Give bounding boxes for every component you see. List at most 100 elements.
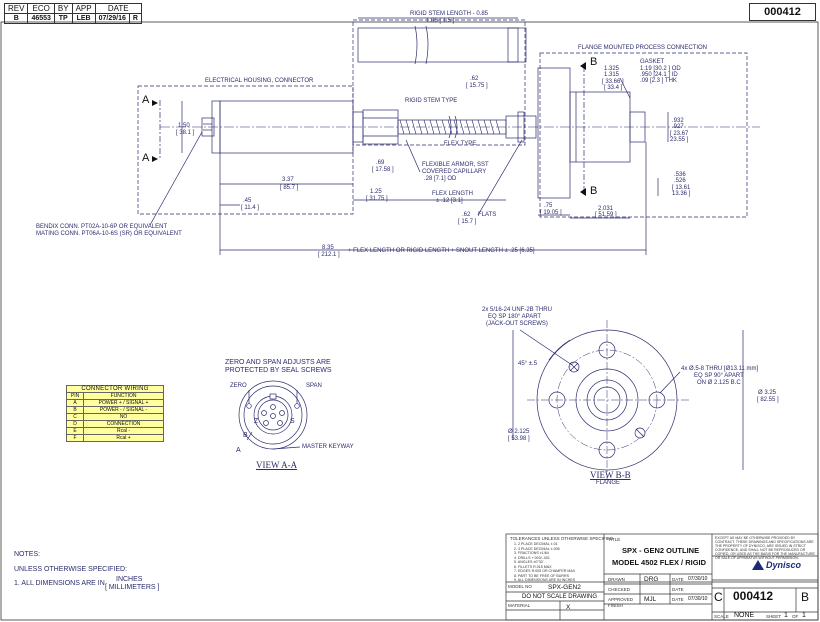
tolerance-item: 8. PART TO BE FREE OF BURRS xyxy=(514,573,569,578)
dim-1336: 13.36 ] xyxy=(672,191,691,197)
function-cell: CONNECTION xyxy=(83,420,164,428)
dim-62-flats-mm: [ 15.7 ] xyxy=(458,219,477,225)
drawn-date-label: DATE xyxy=(672,577,684,582)
notes-label: NOTES: xyxy=(14,551,41,558)
dim-2355: 23.55 ] xyxy=(670,137,689,143)
bendix-note-2: MATING CONN. PT06A-10-6S (SR) OR EQUIVAL… xyxy=(36,231,182,237)
dim-932: .932 xyxy=(672,118,684,124)
dim-325-mm: [ 82.55 ] xyxy=(757,397,779,403)
flange-dashed-box xyxy=(539,52,748,218)
drawing-title-2: MODEL 4502 FLEX / RIGID xyxy=(612,558,707,567)
dim-1315: 1.315 xyxy=(604,72,620,78)
gasket-thk: .09 [2.3 ] THK xyxy=(640,78,677,84)
finish-label: FINISH xyxy=(608,603,623,608)
rigid-stem-length-mm: 1.06 [ 1.5 ] xyxy=(426,18,455,24)
covered-capillary-label: COVERED CAPILLARY xyxy=(422,169,487,175)
dim-2031: 2.031 xyxy=(598,206,614,212)
notes-unless: UNLESS OTHERWISE SPECIFIED: xyxy=(14,566,128,573)
do-not-scale: DO NOT SCALE DRAWING xyxy=(522,594,598,600)
tolerance-item: 7. EDGES R.005 OR CHAMFER MAX xyxy=(514,569,576,573)
dim-1361: [ 13.61 xyxy=(672,185,691,191)
dim-45: .45 xyxy=(243,198,252,204)
stem-break-lines xyxy=(414,25,429,65)
view-bb-subtitle: FLANGE xyxy=(596,480,621,486)
function-cell: Rcal + xyxy=(83,434,164,442)
function-cell: NO xyxy=(83,413,164,421)
zero-label: ZERO xyxy=(230,383,247,389)
drawn-date: 07/30/10 xyxy=(688,576,708,582)
wiring-function-header: FUNCTION xyxy=(83,392,164,400)
approved-date: 07/30/10 xyxy=(688,596,708,602)
span-label: SPAN xyxy=(306,383,322,389)
dim-69: .69 xyxy=(376,160,385,166)
wiring-pin-header: PIN xyxy=(65,392,85,400)
dim-325: Ø 3.25 xyxy=(758,390,777,396)
tolerance-item: 4. DRILLS +.003/-.001 xyxy=(514,555,550,560)
view-aa-connector xyxy=(238,380,308,450)
pin-b-label: B xyxy=(243,432,248,439)
dim-150-mm: [ 38.1 ] xyxy=(176,130,195,136)
notes-item-1: 1. ALL DIMENSIONS ARE IN xyxy=(14,580,105,587)
flange-mounted-label: FLANGE MOUNTED PROCESS CONNECTION xyxy=(578,45,708,51)
dim-536: .536 xyxy=(674,172,686,178)
drawn-label: DRAWN xyxy=(608,577,625,582)
dim-45-mm: [ 11.4 ] xyxy=(241,205,259,211)
view-aa-title: VIEW A-A xyxy=(256,460,298,470)
drawing-no-value: 000412 xyxy=(733,589,774,603)
rev-value: B xyxy=(3,13,29,24)
flex-type-label: FLEX TYPE xyxy=(444,141,477,147)
overall-dim: 8.35 xyxy=(322,245,334,251)
housing-dashed-box xyxy=(137,85,354,215)
pin-cell: B xyxy=(65,406,85,414)
dim-3366: [ 33.66 ] xyxy=(602,79,624,85)
jack-screws-note-3: (JACK-OUT SCREWS) xyxy=(486,321,548,327)
notes-mm: [ MILLIMETERS ] xyxy=(105,584,160,591)
function-cell: POWER - / SIGNAL - xyxy=(83,406,164,414)
function-cell: Rcal - xyxy=(83,427,164,435)
checked-label: CHECKED xyxy=(608,587,631,592)
overall-note: + FLEX LENGTH OR RIGID LENGTH + SNOUT LE… xyxy=(348,248,535,254)
scale-label: SCALE xyxy=(714,614,729,619)
drawn-value: DRG xyxy=(644,576,659,583)
view-bb-title: VIEW B-B xyxy=(590,470,631,480)
jack-screws-note-1: 2x 5/16-24 UNF-2B THRU xyxy=(482,307,552,313)
dim-125: 1.25 xyxy=(370,189,382,195)
pin-cell: F xyxy=(65,434,85,442)
wiring-title: CONNECTOR WIRING xyxy=(66,385,164,393)
diaphragm-tip xyxy=(629,111,646,143)
holes-note-1: 4x Ø.5-8 THRU [Ø13.11 mm] xyxy=(681,366,759,372)
notes-inches: INCHES xyxy=(116,576,143,583)
size-value: C xyxy=(714,590,723,604)
dim-75-mm: [ 19.05 ] xyxy=(540,210,562,216)
dim-62-flats: .62 xyxy=(462,212,471,218)
jack-screws-note-2: EQ SP 180° APART xyxy=(488,314,542,320)
dim-2125: Ø 2.125 xyxy=(508,429,530,435)
flange-disc xyxy=(537,67,571,199)
rigid-stem-type-label: RIGID STEM TYPE xyxy=(405,98,458,104)
rigid-stem-dashed-box xyxy=(352,19,526,146)
drawing-number-top: 000412 xyxy=(749,3,816,21)
gasket-id: .950 [24.1 ] ID xyxy=(640,72,678,78)
tolerance-item: 6. FILLETS R.015 MAX xyxy=(514,564,552,569)
section-a-bottom: A xyxy=(142,152,150,164)
view-bb-flange xyxy=(512,320,744,480)
pin-cell: E xyxy=(65,427,85,435)
dim-125-mm: [ 31.75 ] xyxy=(366,196,388,202)
dynisco-logo-icon xyxy=(752,560,764,570)
overall-dim-mm: [ 212.1 ] xyxy=(318,252,340,258)
tolerance-item: 3. FRACTIONS ±1/64 xyxy=(514,551,549,555)
rev-value-block: B xyxy=(801,590,810,604)
seal-screws-note-1: ZERO AND SPAN ADJUSTS ARE xyxy=(225,359,331,366)
scale-value: NONE xyxy=(734,612,755,619)
section-b-top: B xyxy=(590,56,598,68)
flexible-armor-label: FLEXIBLE ARMOR, SST xyxy=(422,162,489,168)
sheet-total: 1 xyxy=(802,612,806,619)
gasket-od: 1.19 [30.2 ] OD xyxy=(640,66,681,72)
dim-62-top-mm: [ 15.75 ] xyxy=(466,83,488,89)
section-a-top: A xyxy=(142,94,150,106)
pin-cell: A xyxy=(65,399,85,407)
